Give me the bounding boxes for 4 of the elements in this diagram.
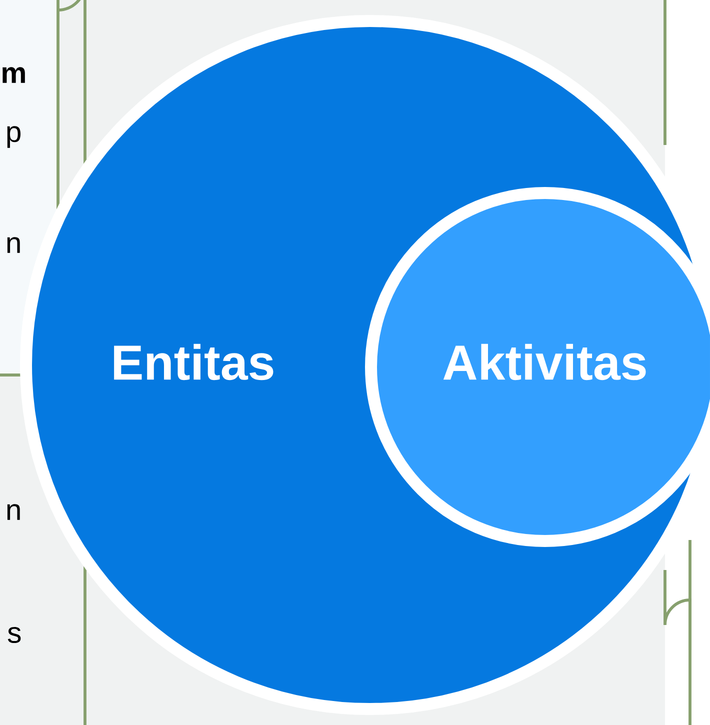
- label: n: [7, 237, 20, 253]
- label: p: [7, 126, 20, 148]
- label: n: [7, 504, 20, 520]
- label: s: [8, 626, 21, 644]
